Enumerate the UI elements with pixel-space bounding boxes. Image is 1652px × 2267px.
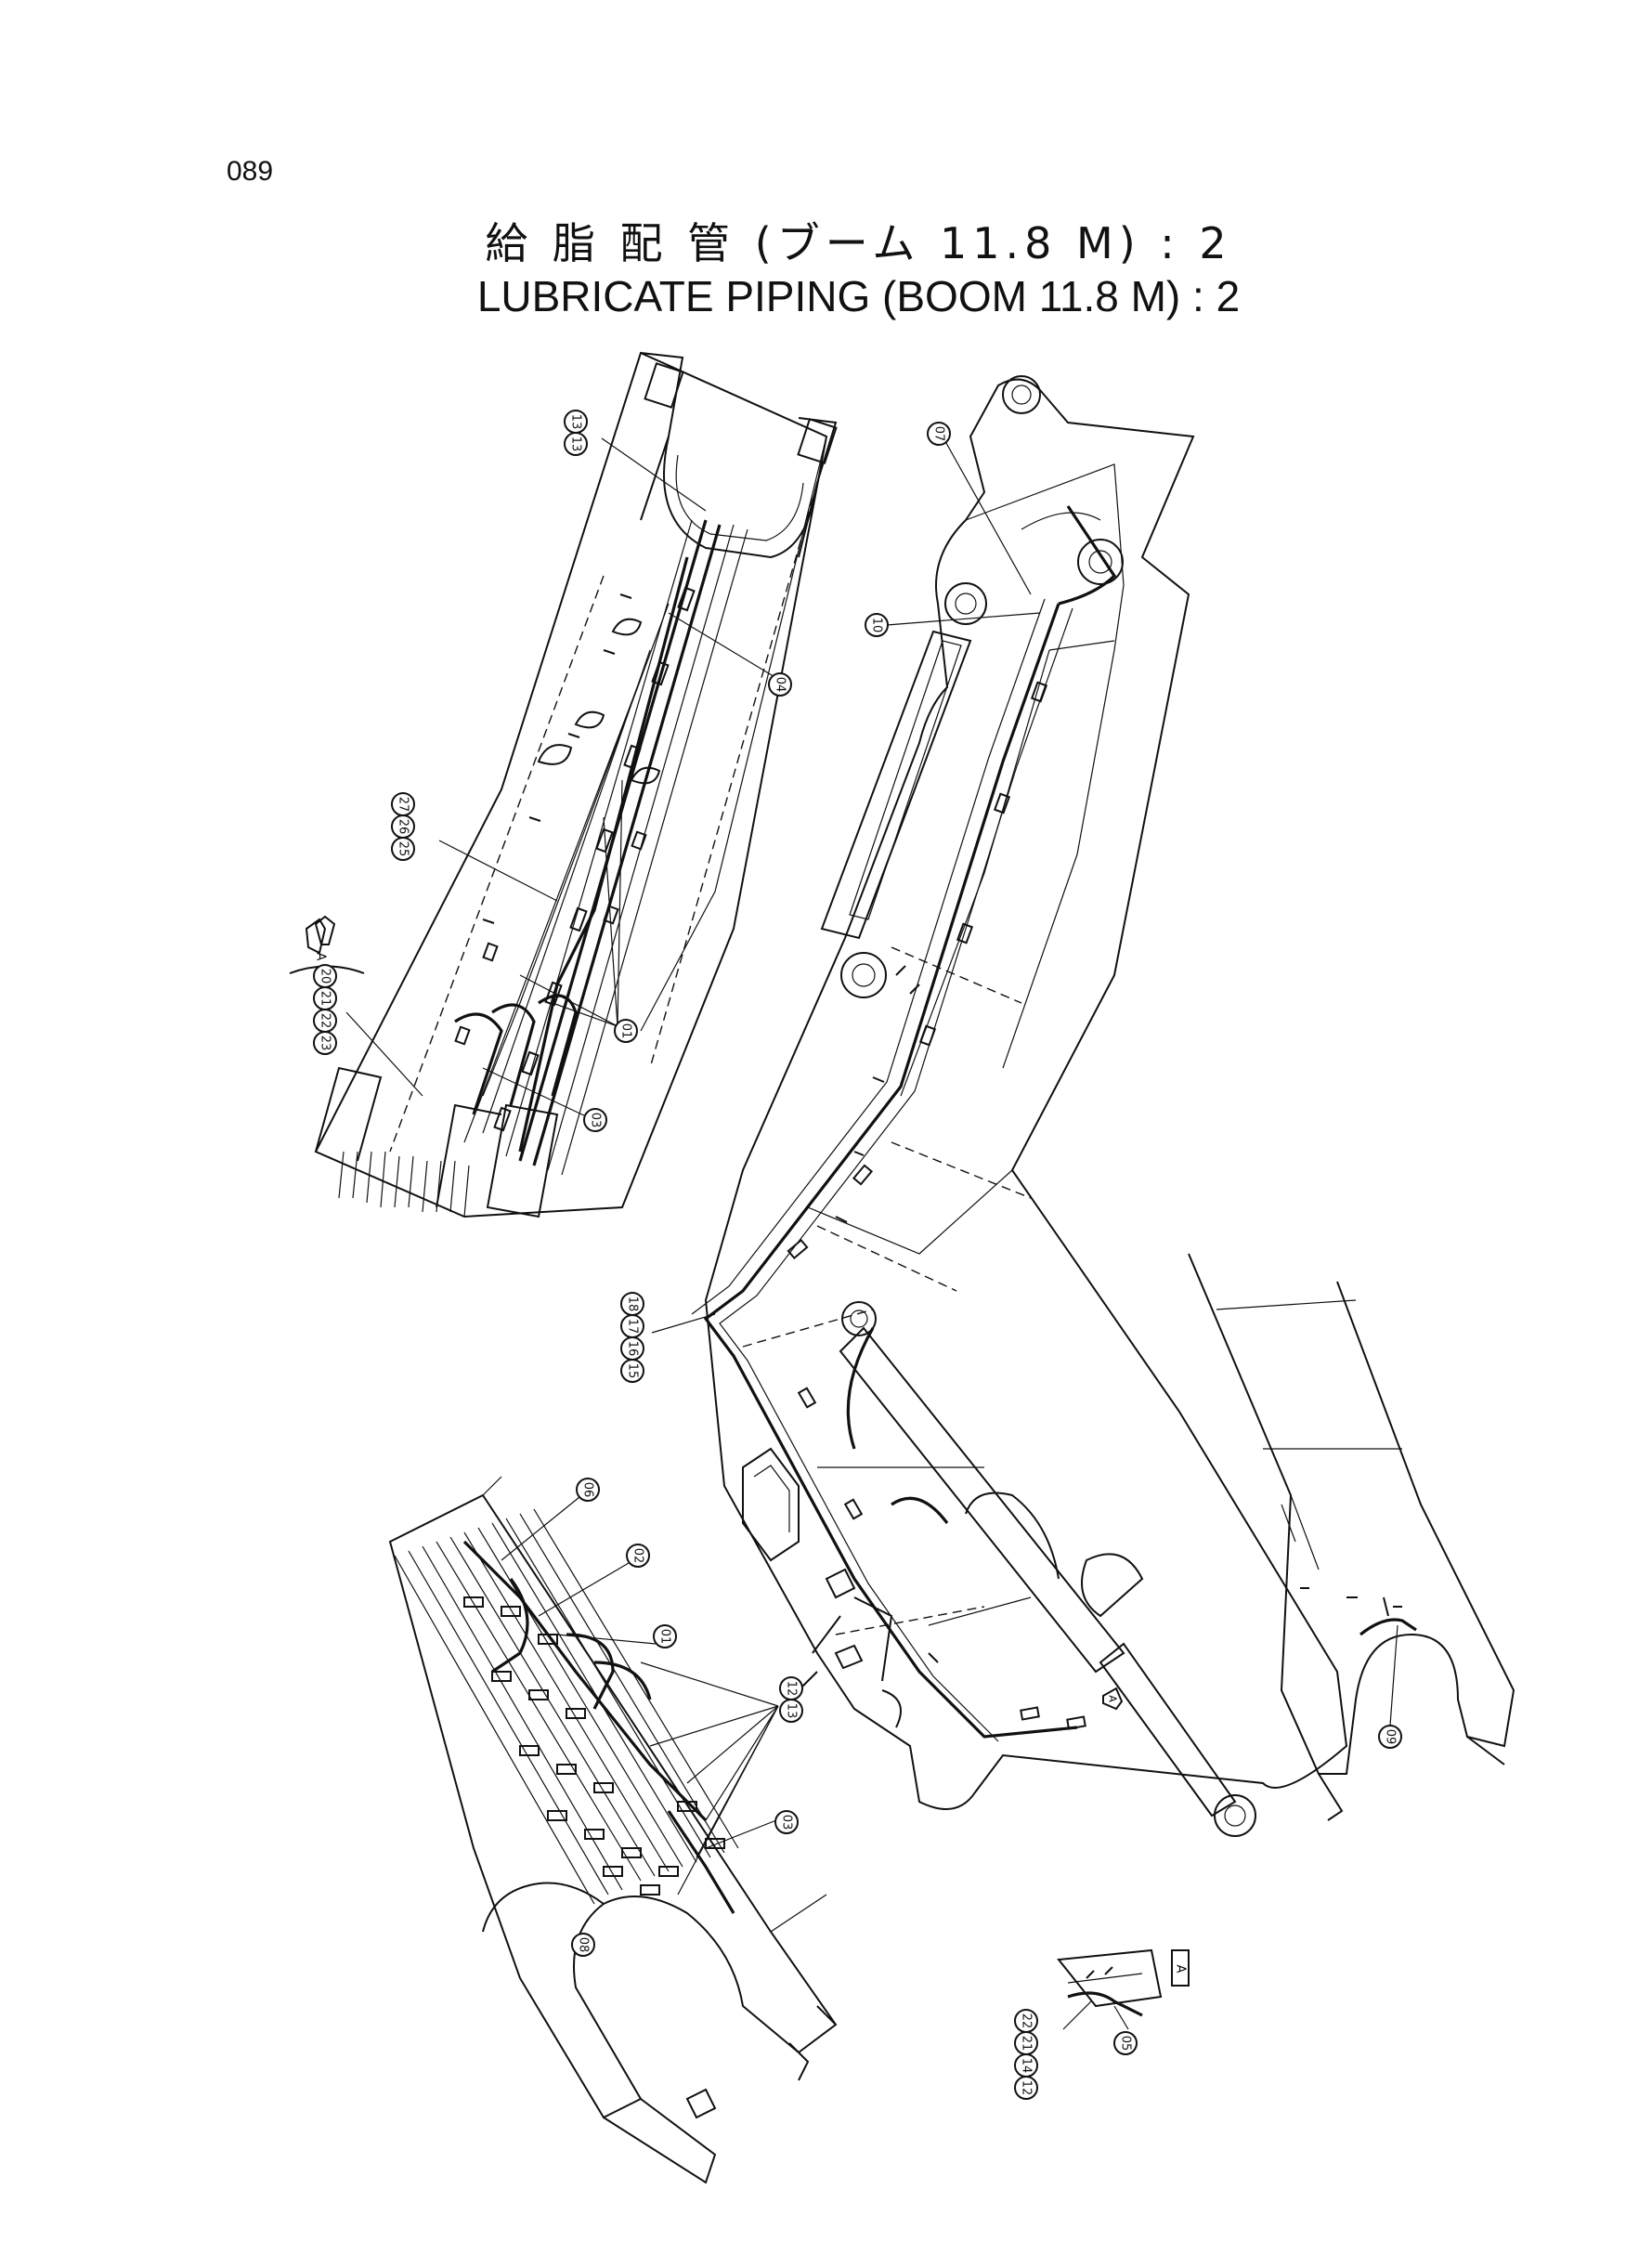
svg-text:21: 21 — [1020, 2036, 1034, 2052]
svg-text:25: 25 — [397, 841, 410, 857]
view-marker-a-top: A — [314, 915, 336, 961]
svg-text:02: 02 — [631, 1548, 645, 1564]
callout-03-foot: 03 — [774, 1810, 799, 1834]
callout-03-top: 03 — [583, 1108, 607, 1132]
callout-05: 05 — [1113, 2031, 1138, 2055]
view-marker-a: A — [1171, 1949, 1190, 1987]
svg-text:08: 08 — [577, 1937, 591, 1953]
callout-09: 09 — [1378, 1725, 1402, 1749]
callout-20-21-22-23: 20 21 22 23 — [313, 964, 337, 1055]
svg-text:14: 14 — [1020, 2058, 1034, 2074]
boom-right-end-view — [1188, 1253, 1515, 1821]
svg-text:17: 17 — [626, 1319, 640, 1335]
view-marker-label: A — [1107, 1695, 1119, 1702]
svg-text:12: 12 — [785, 1681, 799, 1697]
callout-04: 04 — [768, 672, 792, 697]
callout-06: 06 — [576, 1478, 600, 1502]
svg-text:16: 16 — [626, 1341, 640, 1357]
svg-text:15: 15 — [626, 1363, 640, 1379]
svg-text:23: 23 — [319, 1036, 332, 1051]
svg-text:04: 04 — [774, 677, 787, 693]
svg-text:09: 09 — [1384, 1729, 1398, 1745]
callout-01-foot: 01 — [653, 1624, 677, 1648]
svg-text:01: 01 — [619, 1023, 633, 1039]
callout-12-13: 12 13 — [779, 1676, 803, 1723]
svg-text:13: 13 — [569, 436, 583, 452]
svg-text:05: 05 — [1119, 2036, 1133, 2052]
callout-07: 07 — [927, 422, 951, 446]
svg-text:22: 22 — [319, 1013, 332, 1029]
boom-foot-view — [388, 1476, 838, 2184]
svg-text:07: 07 — [932, 426, 946, 442]
svg-text:12: 12 — [1020, 2080, 1034, 2096]
callout-22-21-14-12: 22 21 14 12 — [1014, 2009, 1038, 2100]
svg-text:06: 06 — [581, 1482, 595, 1498]
view-marker-label: A — [314, 953, 328, 961]
callout-02: 02 — [626, 1544, 650, 1568]
svg-text:20: 20 — [319, 969, 332, 984]
svg-text:03: 03 — [780, 1815, 794, 1831]
svg-text:22: 22 — [1020, 2013, 1034, 2029]
page-number: 089 — [227, 156, 274, 187]
view-marker-label: A — [1174, 1965, 1188, 1974]
svg-text:10: 10 — [870, 618, 884, 633]
boom-side-view — [651, 375, 1348, 1837]
svg-text:18: 18 — [626, 1296, 640, 1312]
callout-18-17-16-15: 18 17 16 15 — [620, 1292, 644, 1383]
svg-text:03: 03 — [589, 1113, 603, 1128]
page-title-japanese: 給 脂 配 管 (ブーム 11.8 M) : 2 — [485, 218, 1232, 268]
boom-top-end-view — [289, 351, 838, 1218]
callout-01-top: 01 — [614, 1019, 638, 1043]
detail-a-view — [1057, 1948, 1163, 2030]
svg-text:01: 01 — [658, 1629, 672, 1645]
svg-text:21: 21 — [319, 991, 332, 1007]
svg-text:26: 26 — [397, 819, 410, 835]
callout-10: 10 — [865, 613, 889, 637]
svg-text:27: 27 — [397, 797, 410, 813]
callout-27-26-25: 27 26 25 — [391, 792, 415, 861]
svg-text:13: 13 — [785, 1703, 799, 1719]
page-title-english: LUBRICATE PIPING (BOOM 11.8 M) : 2 — [476, 272, 1241, 320]
svg-text:13: 13 — [569, 414, 583, 430]
view-marker-a-side: A — [1102, 1687, 1124, 1711]
callout-08: 08 — [571, 1933, 595, 1957]
